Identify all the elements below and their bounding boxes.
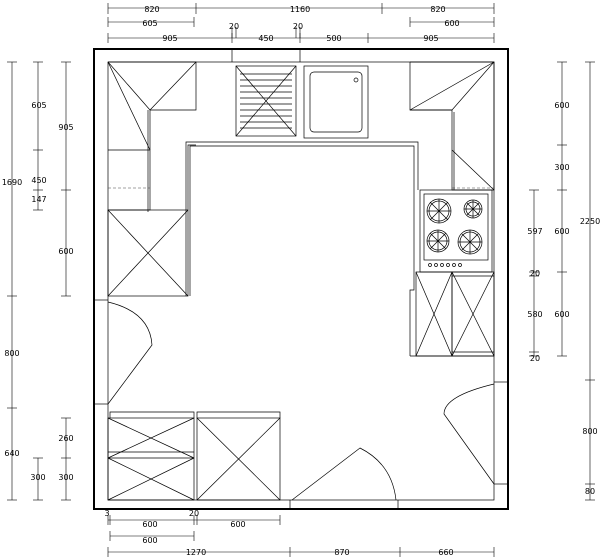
dish-rack <box>235 65 297 137</box>
dim-label: 300 <box>58 473 73 482</box>
dim-label: 600 <box>142 536 157 545</box>
burner-back-left <box>426 198 452 224</box>
dim-label: 20 <box>293 22 303 31</box>
bottom-left-cabinets <box>107 411 281 501</box>
dim-label: 450 <box>258 34 273 43</box>
dim-label: 20 <box>229 22 239 31</box>
dim-label: 580 <box>527 310 542 319</box>
dim-label: 660 <box>438 548 453 557</box>
burner-front-left <box>426 229 450 253</box>
dim-label: 2250 <box>580 217 600 226</box>
dimension-labels: 820 1160 820 605 20 20 600 905 450 500 9… <box>2 5 600 557</box>
dim-label: 905 <box>162 34 177 43</box>
counter-top-edge <box>185 141 419 296</box>
dim-label: 1160 <box>290 5 310 14</box>
burner-back-right <box>463 199 483 219</box>
doors <box>93 299 509 510</box>
right-wall-cabinets <box>409 190 495 357</box>
dim-label: 600 <box>444 19 459 28</box>
dim-label: 600 <box>554 101 569 110</box>
dimension-lines <box>7 3 595 557</box>
dim-label: 147 <box>31 195 46 204</box>
burner-front-right <box>457 229 483 255</box>
dim-label: 260 <box>58 434 73 443</box>
dim-label: 20 <box>530 269 540 278</box>
dim-label: 820 <box>430 5 445 14</box>
dim-label: 3 <box>104 509 109 518</box>
dim-label: 600 <box>142 520 157 529</box>
dim-label: 1690 <box>2 178 22 187</box>
dim-label: 600 <box>58 247 73 256</box>
dim-label: 597 <box>527 227 542 236</box>
dim-label: 450 <box>31 176 46 185</box>
dim-label: 20 <box>189 509 199 518</box>
dim-label: 605 <box>142 19 157 28</box>
counter-top-left <box>107 61 197 212</box>
dim-label: 600 <box>230 520 245 529</box>
dim-label: 20 <box>530 354 540 363</box>
dim-label: 870 <box>334 548 349 557</box>
dim-label: 600 <box>554 227 569 236</box>
sink <box>303 65 369 139</box>
left-wall-cabinet <box>107 144 196 297</box>
dim-label: 500 <box>326 34 341 43</box>
dim-label: 300 <box>30 473 45 482</box>
dim-label: 605 <box>31 101 46 110</box>
dim-label: 600 <box>554 310 569 319</box>
dim-label: 800 <box>582 427 597 436</box>
dim-label: 640 <box>4 449 19 458</box>
dim-label: 820 <box>144 5 159 14</box>
dim-label: 300 <box>554 163 569 172</box>
dim-label: 905 <box>423 34 438 43</box>
dim-label: 800 <box>4 349 19 358</box>
dim-label: 905 <box>58 123 73 132</box>
dim-label: 80 <box>585 487 595 496</box>
dim-label: 1270 <box>186 548 206 557</box>
